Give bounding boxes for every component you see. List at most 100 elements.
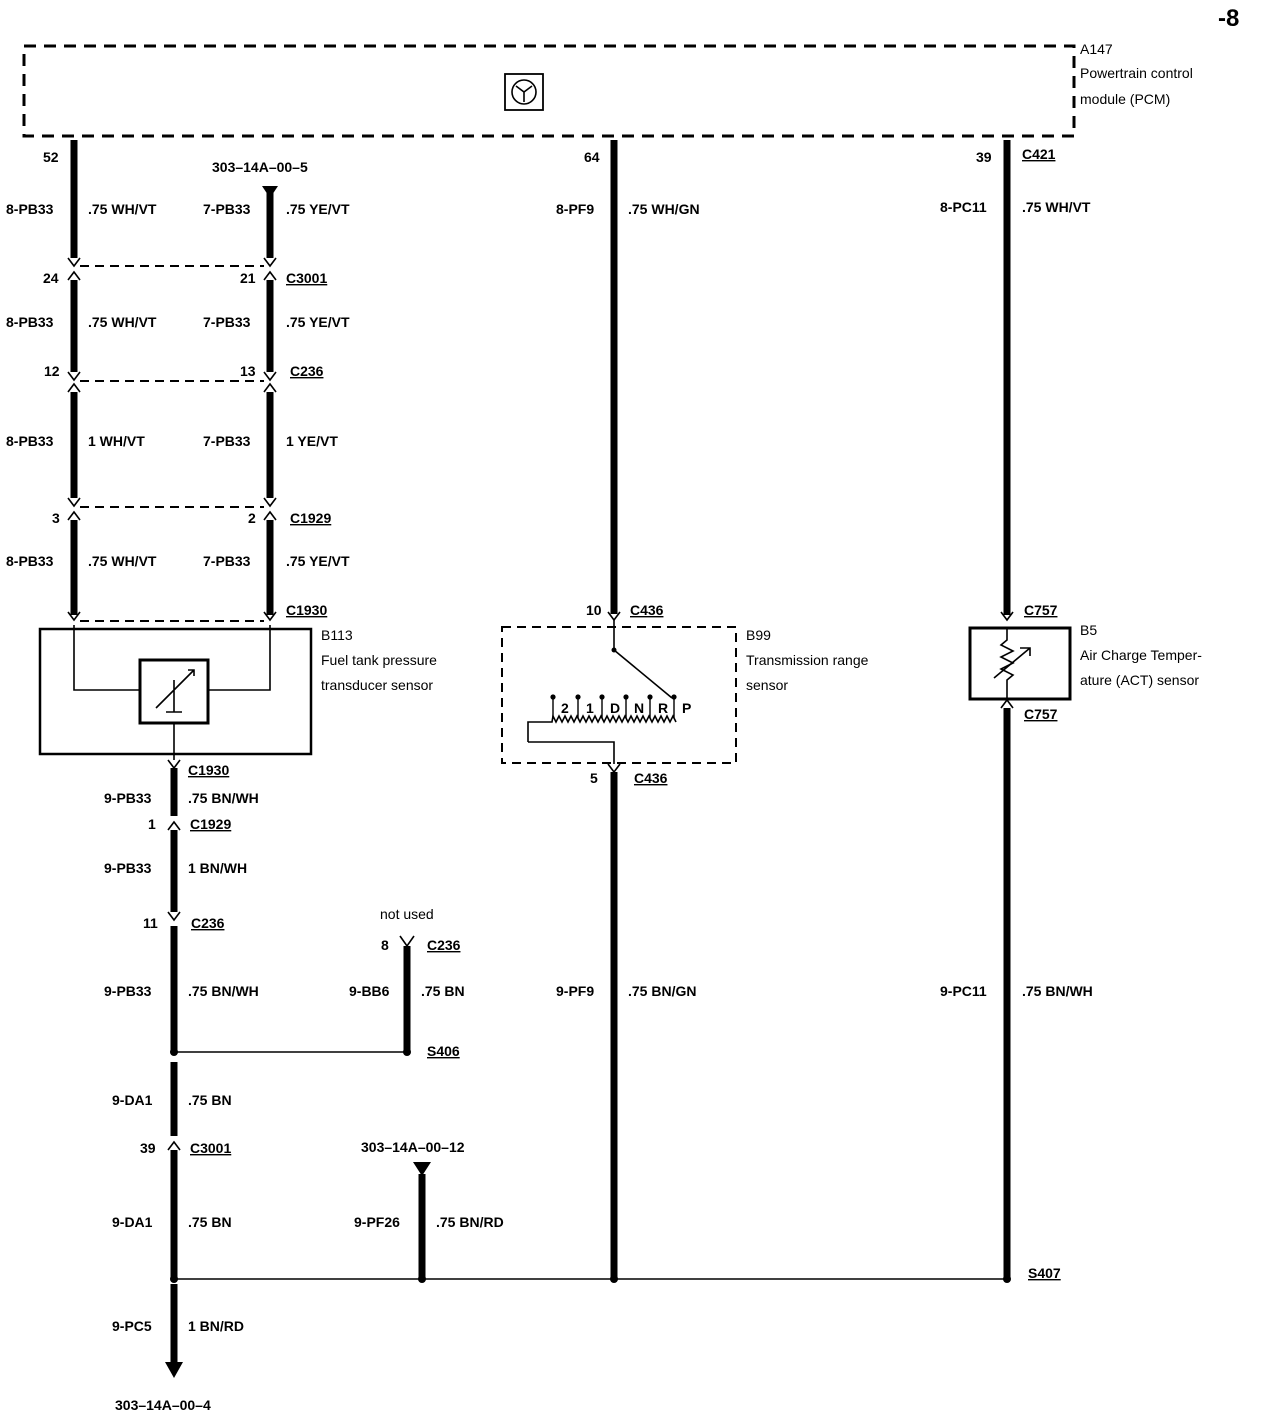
seg-e-circuit: 9-DA1 xyxy=(112,1214,153,1230)
c3001-pin-right: 21 xyxy=(240,270,256,286)
seg-c-circuit: 9-PB33 xyxy=(104,983,152,999)
seg4-left-wire: .75 WH/VT xyxy=(88,553,157,569)
c236-bottom-pin: 11 xyxy=(143,915,158,931)
right-wire-bottom: .75 BN/WH xyxy=(1022,983,1093,999)
seg4-right-circuit: 7-PB33 xyxy=(203,553,251,569)
c3001-pin-left: 24 xyxy=(43,270,59,286)
seg2-right-circuit: 7-PB33 xyxy=(203,314,251,330)
middle-wire-bottom: .75 BN/GN xyxy=(628,983,696,999)
b99-name-line2: sensor xyxy=(746,677,788,693)
c1929-right-arrow-icon xyxy=(263,497,277,521)
c3001-left-arrow-icon xyxy=(67,257,81,281)
ref-bottom: 303–14A–00–4 xyxy=(115,1397,211,1413)
seg-b-wire: 1 BN/WH xyxy=(188,860,247,876)
b99-resistor-icon xyxy=(527,713,677,764)
seg2-left-circuit: 8-PB33 xyxy=(6,314,54,330)
not-used-circuit: 9-BB6 xyxy=(349,983,390,999)
b99-position-label: R xyxy=(658,700,668,716)
c3001-bottom-label: C3001 xyxy=(190,1140,231,1156)
right-circuit-bottom: 9-PC11 xyxy=(940,983,987,999)
seg4-right-wire: .75 YE/VT xyxy=(286,553,350,569)
thermistor-icon xyxy=(999,628,1015,699)
b113-outline xyxy=(38,627,313,756)
bus-dot-pf26 xyxy=(418,1275,426,1283)
c1929-bottom-pin: 1 xyxy=(148,816,156,832)
right-circuit: 39 C421 8-PC11 .75 WH/VT C757 C757 9-PC1… xyxy=(940,140,1093,1278)
c757-in-arrow-icon xyxy=(1000,611,1014,622)
c1929-left-arrow-icon xyxy=(67,497,81,521)
pcm-pin-64: 64 xyxy=(584,149,600,165)
s407-label: S407 xyxy=(1028,1265,1061,1281)
c436-pin-in: 10 xyxy=(586,602,602,618)
b113-name-line2: transducer sensor xyxy=(321,677,433,693)
c436-out-arrow-icon xyxy=(607,763,621,774)
b5-name-line1: Air Charge Temper- xyxy=(1080,647,1202,663)
s406-label: S406 xyxy=(427,1043,460,1059)
b99-position-label: 2 xyxy=(561,700,569,716)
seg1-right-circuit: 7-PB33 xyxy=(203,201,251,217)
c436-in-label: C436 xyxy=(630,602,664,618)
pf26-ref-arrow-icon xyxy=(413,1162,431,1176)
seg-f-circuit: 9-PC5 xyxy=(112,1318,152,1334)
not-used-connector: C236 xyxy=(427,937,461,953)
left-circuit: 52 303–14A–00–5 8-PB33 .75 WH/VT 7-PB33 … xyxy=(6,140,350,622)
seg3-left-circuit: 8-PB33 xyxy=(6,433,54,449)
pcm-pin-39: 39 xyxy=(976,149,992,165)
b99-id: B99 xyxy=(746,627,771,643)
c1929-pin-left: 3 xyxy=(52,510,60,526)
b5-name-line2: ature (ACT) sensor xyxy=(1080,672,1199,688)
pf26-wire: .75 BN/RD xyxy=(436,1214,504,1230)
c1930-left-arrow-icon xyxy=(67,611,81,622)
c757-out-arrow-icon xyxy=(1000,698,1014,709)
pcm-transistor-icon xyxy=(511,79,537,105)
pcm-id: A147 xyxy=(1080,41,1113,57)
bus-dot-middle xyxy=(610,1275,618,1283)
seg-a-circuit: 9-PB33 xyxy=(104,790,152,806)
middle-circuit: 64 8-PF9 .75 WH/GN 10 C436 5 C436 9-PF9 … xyxy=(556,140,700,1278)
c236-right-arrow-icon xyxy=(263,371,277,393)
c1930-bottom-label: C1930 xyxy=(188,762,229,778)
seg-d-wire: .75 BN xyxy=(188,1092,232,1108)
seg2-right-wire: .75 YE/VT xyxy=(286,314,350,330)
s406-left-dot xyxy=(170,1048,178,1056)
pf26-circuit: 9-PF26 xyxy=(354,1214,400,1230)
right-wire-top: .75 WH/VT xyxy=(1022,199,1091,215)
pcm-name-line1: Powertrain control xyxy=(1080,65,1193,81)
seg3-left-wire: 1 WH/VT xyxy=(88,433,145,449)
ref-top: 303–14A–00–5 xyxy=(212,159,308,175)
ref-top-arrow-icon xyxy=(262,186,278,198)
c757-out-label: C757 xyxy=(1024,706,1058,722)
b99-name-line1: Transmission range xyxy=(746,652,869,668)
b99-position-label: 1 xyxy=(586,700,594,716)
b113-name-line1: Fuel tank pressure xyxy=(321,652,437,668)
c1930-top-label: C1930 xyxy=(286,602,327,618)
c436-pin-out: 5 xyxy=(590,770,598,786)
seg1-left-wire: .75 WH/VT xyxy=(88,201,157,217)
b99-position-label: P xyxy=(682,700,691,716)
pcm-module: A147 Powertrain control module (PCM) xyxy=(22,41,1193,138)
c3001-label: C3001 xyxy=(286,270,327,286)
seg-f-wire: 1 BN/RD xyxy=(188,1318,244,1334)
seg3-right-circuit: 7-PB33 xyxy=(203,433,251,449)
middle-wire-top: .75 WH/GN xyxy=(628,201,700,217)
seg4-left-circuit: 8-PB33 xyxy=(6,553,54,569)
not-used-branch: not used 8 C236 9-BB6 .75 BN S406 xyxy=(170,906,465,1059)
seg-a-wire: .75 BN/WH xyxy=(188,790,259,806)
s407-splice-dot xyxy=(1003,1275,1011,1283)
seg1-right-wire: .75 YE/VT xyxy=(286,201,350,217)
c3001-bottom-pin: 39 xyxy=(140,1140,156,1156)
ref-bottom-arrow-icon xyxy=(165,1362,183,1378)
c1929-bottom-arrow-icon xyxy=(167,820,181,831)
pf26-ref: 303–14A–00–12 xyxy=(361,1139,465,1155)
right-circuit-top: 8-PC11 xyxy=(940,199,987,215)
ground-bus: S407 xyxy=(170,1265,1061,1283)
c236-bottom-arrow-icon xyxy=(167,911,181,922)
pcm-name-line2: module (PCM) xyxy=(1080,91,1170,107)
seg2-left-wire: .75 WH/VT xyxy=(88,314,157,330)
seg3-right-wire: 1 YE/VT xyxy=(286,433,338,449)
c421-label: C421 xyxy=(1022,146,1056,162)
middle-circuit-top: 8-PF9 xyxy=(556,201,594,217)
b113-sensor: B113 Fuel tank pressure transducer senso… xyxy=(38,625,437,760)
seg-b-circuit: 9-PB33 xyxy=(104,860,152,876)
s406-splice-dot xyxy=(403,1048,411,1056)
